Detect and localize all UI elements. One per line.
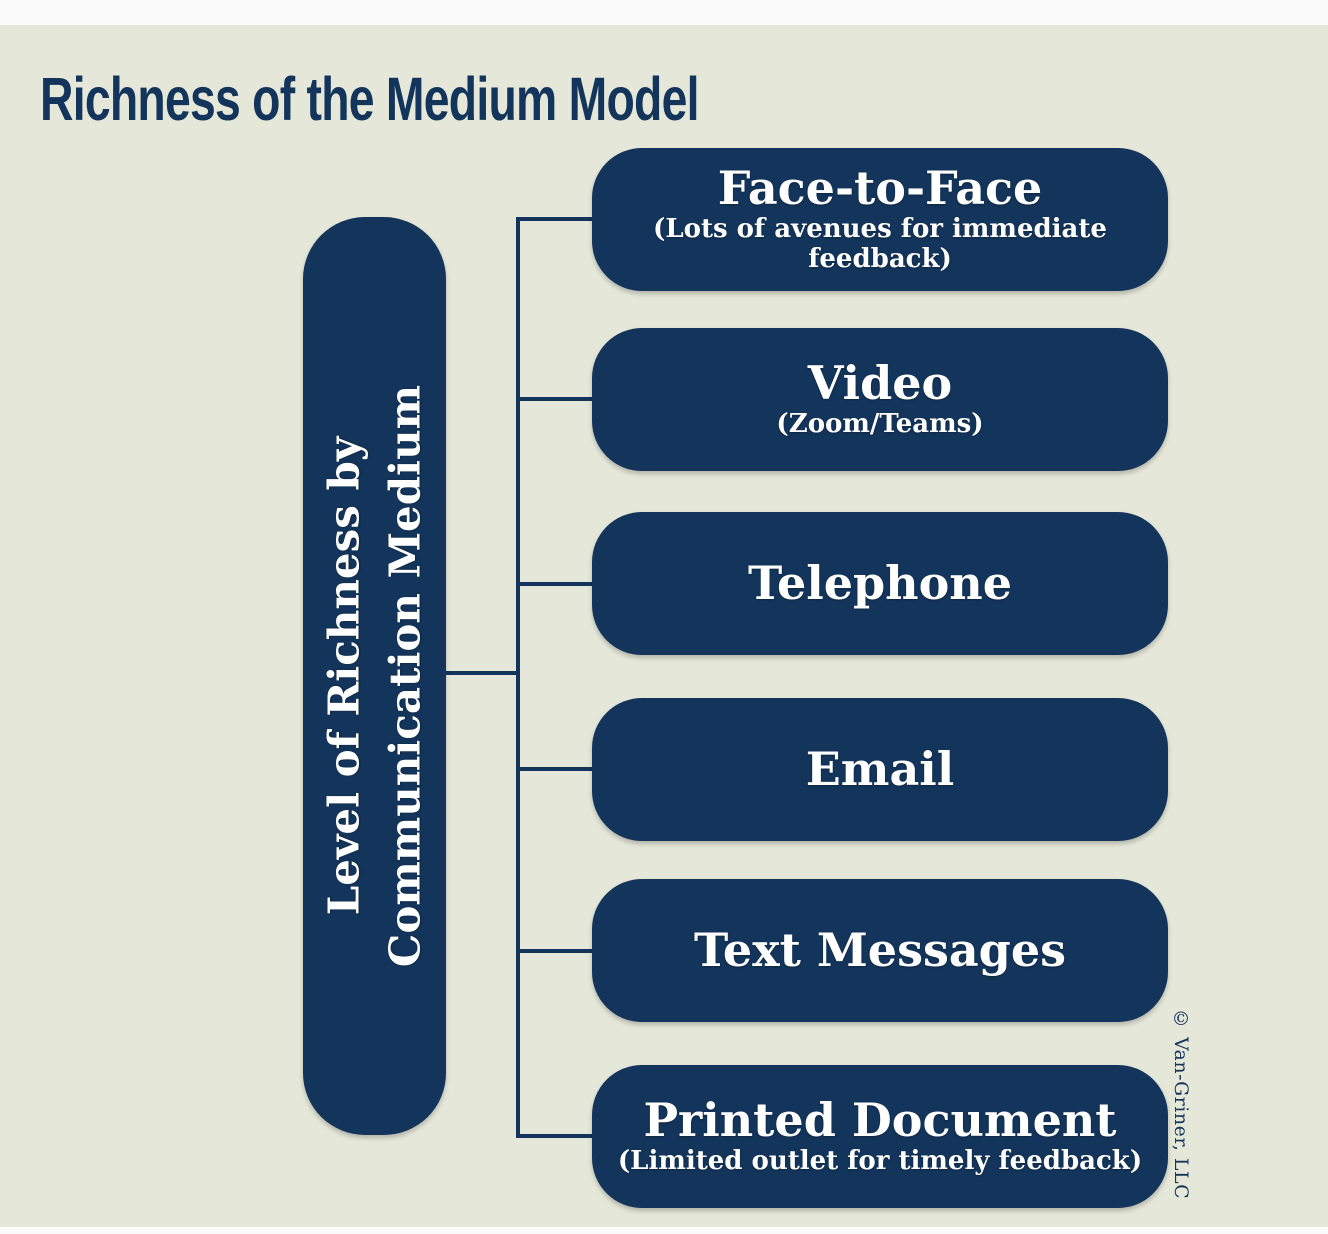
connector-branch-telephone xyxy=(516,582,594,586)
copyright-text: © Van-Griner, LLC xyxy=(1170,1008,1192,1200)
node-label: Face-to-Face xyxy=(717,160,1043,215)
node-label: Email xyxy=(805,742,955,797)
node-sublabel: (Limited outlet for timely feedback) xyxy=(617,1146,1143,1177)
node-face-to-face: Face-to-Face (Lots of avenues for immedi… xyxy=(592,148,1168,291)
connector-branch-face-to-face xyxy=(516,217,594,221)
richness-axis-pill: Level of Richness by Communication Mediu… xyxy=(303,217,446,1135)
node-sublabel: (Lots of avenues for immediate feedback) xyxy=(653,214,1107,275)
connector-trunk xyxy=(516,217,520,1138)
node-telephone: Telephone xyxy=(592,512,1168,655)
connector-branch-printed-document xyxy=(516,1134,594,1138)
diagram-canvas: Richness of the Medium Model Level of Ri… xyxy=(0,25,1328,1227)
node-text-messages: Text Messages xyxy=(592,879,1168,1022)
node-label: Video xyxy=(807,355,953,410)
axis-label-line1: Level of Richness by xyxy=(319,436,369,916)
axis-label: Level of Richness by Communication Mediu… xyxy=(313,385,436,967)
page-title: Richness of the Medium Model xyxy=(40,65,699,133)
connector-axis-link xyxy=(445,671,520,675)
node-label: Telephone xyxy=(748,556,1012,611)
connector-branch-video xyxy=(516,397,594,401)
axis-label-line2: Communication Medium xyxy=(380,384,430,968)
node-printed-document: Printed Document (Limited outlet for tim… xyxy=(592,1065,1168,1208)
connector-branch-email xyxy=(516,767,594,771)
node-sublabel: (Zoom/Teams) xyxy=(776,409,984,440)
node-label: Printed Document xyxy=(643,1092,1117,1147)
node-label: Text Messages xyxy=(693,923,1067,978)
node-email: Email xyxy=(592,698,1168,841)
connector-branch-text-messages xyxy=(516,949,594,953)
node-video: Video (Zoom/Teams) xyxy=(592,328,1168,471)
